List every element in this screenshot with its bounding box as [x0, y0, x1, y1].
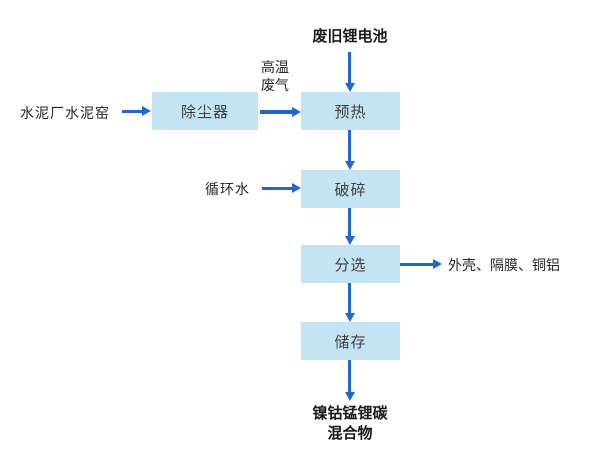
label-final-mixture: 镍钴锰锂碳 混合物 — [312, 405, 388, 442]
label-waste-lithium-battery: 废旧锂电池 — [312, 28, 388, 45]
node-crush-label: 破碎 — [334, 181, 367, 199]
node-dust-collector-label: 除尘器 — [180, 103, 229, 121]
node-store: 储存 — [301, 322, 400, 360]
label-hot-exhaust-gas: 高温 废气 — [261, 59, 289, 93]
node-preheat-label: 预热 — [334, 103, 367, 121]
label-cement-kiln: 水泥厂水泥窑 — [20, 105, 110, 121]
node-sort-label: 分选 — [334, 256, 367, 274]
node-store-label: 储存 — [334, 333, 367, 351]
node-sort: 分选 — [301, 245, 400, 283]
label-circulating-water: 循环水 — [205, 181, 250, 197]
node-crush: 破碎 — [301, 170, 400, 208]
node-dust-collector: 除尘器 — [152, 92, 258, 130]
label-sort-output: 外壳、隔膜、铜铝 — [448, 257, 560, 273]
node-preheat: 预热 — [301, 92, 400, 130]
